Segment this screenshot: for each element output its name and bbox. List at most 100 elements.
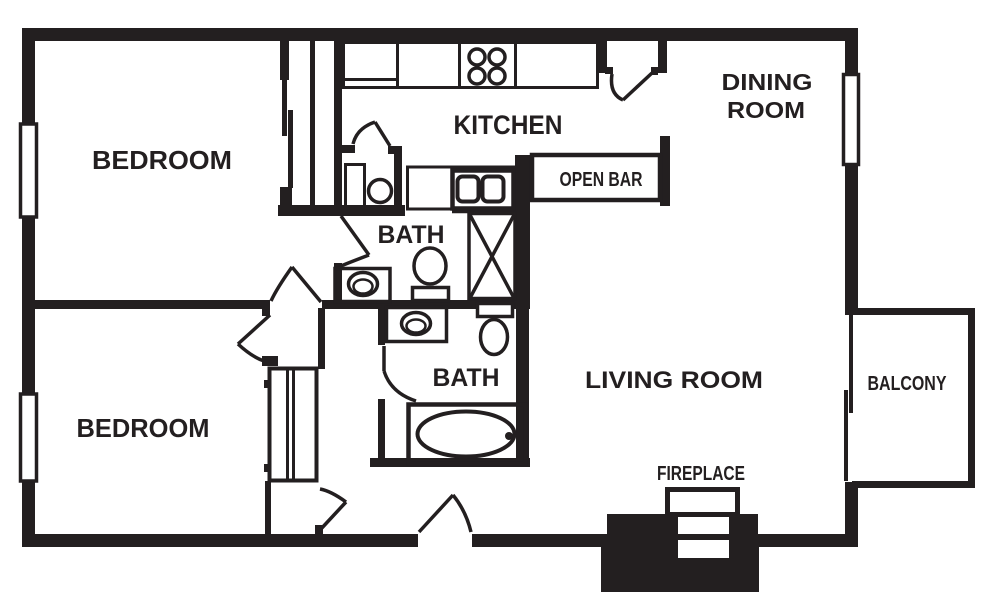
wall-bottom-left <box>22 534 418 547</box>
stove-burner <box>487 66 507 86</box>
wall-utility-north-stub <box>341 145 355 153</box>
room-label-bedroom-bottom: BEDROOM <box>77 413 210 443</box>
room-label-living-room: LIVING ROOM <box>585 367 763 394</box>
wall-bath-bottom-west-upper <box>378 308 385 345</box>
wall-kitchen-door-foot-left <box>605 67 613 74</box>
doors <box>236 71 654 534</box>
fireplace-firebox-notch <box>678 540 729 558</box>
door-bath-bottom <box>382 346 417 403</box>
wall-utility-east <box>394 146 402 212</box>
wall-kitchen-west <box>334 41 342 215</box>
room-labels: BEDROOM BEDROOM KITCHEN DINING ROOM OPEN… <box>77 69 948 485</box>
wall-right-lower <box>845 482 858 547</box>
wall-kitchen-door-jamb-right <box>658 41 667 73</box>
balcony-sliding-door-panel <box>849 313 853 413</box>
kitchen-sink-bowl <box>480 174 506 204</box>
window-right-dining <box>841 72 861 167</box>
bath-top-sink <box>346 270 380 298</box>
door-bedroom-bottom-entry <box>318 487 348 532</box>
room-label-bath-top: BATH <box>378 221 445 249</box>
closet-nub <box>264 380 270 388</box>
closet-top-slider-panel-b <box>288 110 293 188</box>
wall-left-lower <box>22 479 35 547</box>
bath-top-toilet-tank <box>410 285 451 303</box>
bathtub-drain <box>505 432 513 440</box>
wall-bath-top-west-stub <box>334 263 342 302</box>
wall-closet-top-bottom-stub <box>280 187 292 205</box>
wall-open-bar-end-cap <box>660 136 670 206</box>
bathtub <box>415 409 517 459</box>
balcony-rail-right <box>968 308 975 488</box>
wall-bedroom-divider <box>22 300 263 309</box>
fireplace-shoulder-right <box>729 514 758 535</box>
closets <box>264 211 517 483</box>
window-left-bottom <box>18 392 39 483</box>
bedroom-bottom-closet-doors <box>286 368 295 481</box>
wall-bar-closet-spine <box>515 155 530 303</box>
stove <box>458 41 517 89</box>
wall-bottom-middle <box>472 534 604 547</box>
wall-junction-door-nub <box>262 356 278 366</box>
wall-closet-bottom-ext <box>265 481 271 534</box>
room-label-dining-line2: ROOM <box>727 97 805 123</box>
wall-closet-top-stub <box>280 41 289 80</box>
wall-closet-top-bottom <box>278 205 405 216</box>
wall-top <box>22 28 858 41</box>
stove-burner <box>467 66 487 86</box>
wall-right-upper <box>845 28 858 75</box>
utility-basin <box>366 177 394 205</box>
window-left-top <box>18 122 39 219</box>
kitchen-sink <box>450 168 516 211</box>
room-label-bedroom-top: BEDROOM <box>92 145 232 175</box>
bath-bottom-sink <box>399 310 433 337</box>
wall-kitchen-door-jamb-left <box>598 41 607 73</box>
door-bedroom-bottom-junction <box>236 313 272 363</box>
stove-burner <box>467 47 487 67</box>
fireplace-hearth-box <box>665 487 740 517</box>
linen-closet-x <box>468 214 516 299</box>
bath-top-toilet-bowl <box>412 246 448 286</box>
bath-top-vanity <box>333 266 392 304</box>
wall-bottom-right <box>757 534 858 547</box>
closet-nub <box>264 464 270 472</box>
door-kitchen-dining <box>609 71 654 102</box>
door-utility <box>351 120 392 147</box>
open-bar-counter <box>529 152 663 203</box>
door-bath-top <box>339 214 371 268</box>
wall-bath-north <box>322 300 530 309</box>
kitchen-sink-bowl <box>455 174 481 204</box>
wall-left-upper <box>22 28 35 125</box>
wall-hall-west <box>318 308 325 369</box>
wall-bedroom-door-nub <box>315 525 323 534</box>
wall-right-middle <box>845 163 858 315</box>
bath-bottom-sink-inner <box>405 318 427 334</box>
door-main-entry <box>417 493 473 534</box>
bath-top-sink-inner <box>352 278 374 295</box>
wall-bedroom-divider-nub <box>262 300 270 316</box>
bath-bottom-toilet-tank <box>475 301 515 319</box>
room-label-kitchen: KITCHEN <box>454 110 563 140</box>
closet-top-divider <box>310 41 315 205</box>
room-label-balcony: BALCONY <box>868 373 948 395</box>
balcony-sliding-door-panel <box>844 390 848 481</box>
balcony-rail-bottom <box>852 481 975 488</box>
linen-closet <box>467 211 517 301</box>
wall-bath-bottom-west-lower <box>378 399 385 467</box>
wall-kitchen-door-foot-right <box>651 67 658 75</box>
bath-bottom-vanity <box>384 305 449 344</box>
balcony-rail-top <box>852 308 975 315</box>
windows <box>18 72 861 483</box>
kitchen-fixtures <box>342 41 663 214</box>
room-label-fireplace: FIREPLACE <box>657 463 745 485</box>
balcony <box>844 308 975 488</box>
bathroom-fixtures <box>333 246 528 466</box>
utility-fixture <box>344 163 366 208</box>
fireplace <box>601 487 759 592</box>
fireplace-shoulder-left <box>607 514 678 535</box>
closet-top-slider-panel-a <box>282 78 287 136</box>
stove-burner <box>487 47 507 67</box>
room-label-bath-bottom: BATH <box>433 364 500 392</box>
bathtub-surround <box>406 402 528 466</box>
